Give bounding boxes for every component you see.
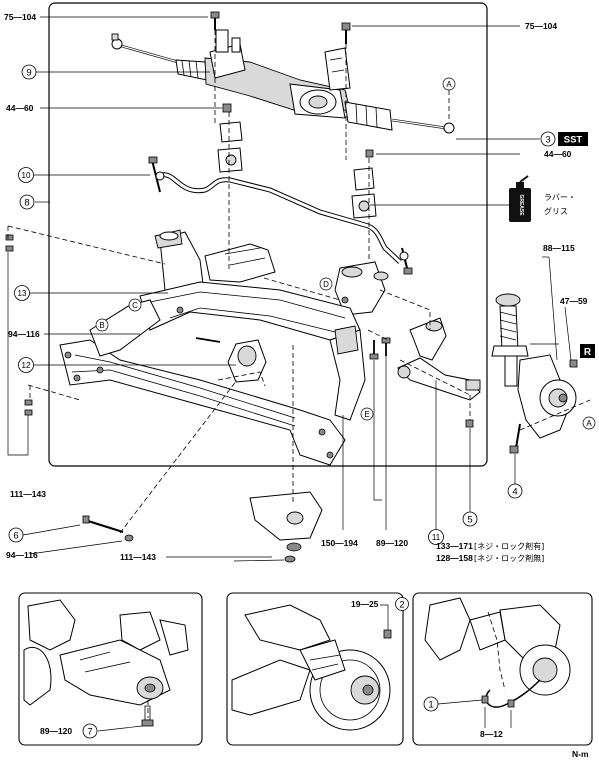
left-bolts [5, 234, 33, 416]
callout-11: 11 [428, 529, 444, 545]
torque-111-143-left: 111—143 [10, 489, 46, 499]
guide-lines [7, 22, 591, 534]
svg-text:10: 10 [22, 171, 31, 180]
nut-44-60-right [365, 149, 374, 158]
callout-1: 1 [428, 700, 433, 711]
note-lock-with: [ネジ・ロック剤有] [474, 541, 544, 551]
front-crossmember [59, 229, 389, 466]
svg-text:12: 12 [22, 361, 31, 370]
svg-text:R: R [584, 347, 592, 358]
svg-text:5: 5 [467, 515, 472, 526]
torque-89-120: 89—120 [376, 538, 408, 548]
stabilizer-link-right [399, 247, 413, 275]
svg-text:4: 4 [512, 487, 517, 498]
svg-text:C: C [132, 301, 138, 310]
grease-can: GREASE [509, 175, 531, 222]
callout-7: 7 [87, 727, 92, 738]
knuckle-strut-assembly [491, 293, 578, 439]
torque-128-158: 128—158 [436, 553, 473, 563]
torque-94-116-bottom: 94—116 [6, 550, 38, 560]
sst-badge: SST [558, 132, 588, 146]
letter-c: C [128, 298, 142, 312]
svg-text:D: D [323, 280, 329, 289]
svg-text:SST: SST [564, 135, 583, 146]
bolt-75-104-left [210, 11, 220, 30]
letter-a-right: A [582, 416, 596, 430]
torque-150-194: 150—194 [321, 538, 358, 548]
main-frame [48, 2, 488, 467]
svg-text:A: A [446, 80, 452, 89]
stabilizer-bar [161, 172, 402, 264]
callout-3: 3 [540, 131, 556, 147]
unit-label: N-m [572, 749, 589, 759]
rear-mount-bracket [249, 491, 323, 563]
inset-panel-1: 7 89—120 [18, 592, 203, 746]
leader-lines [7, 16, 572, 562]
steering-gear [111, 29, 455, 134]
letter-e: E [360, 407, 374, 421]
callout-8: 8 [19, 194, 35, 210]
inset-panel-3: 1 8—12 [412, 592, 593, 746]
callout-5: 5 [462, 511, 478, 527]
callout-9: 9 [21, 64, 37, 80]
torque-44-60-right: 44—60 [544, 149, 572, 159]
inset-panel-2: 2 19—25 [226, 592, 409, 746]
torque-19-25: 19—25 [351, 599, 379, 609]
stabilizer-link-left [148, 156, 165, 193]
letter-d: D [319, 277, 333, 291]
bolt-6 [82, 515, 134, 542]
svg-text:9: 9 [26, 68, 31, 79]
callout-4: 4 [507, 483, 523, 499]
stabilizer-bracket-left [217, 121, 243, 173]
torque-111-143-bottom: 111—143 [120, 552, 156, 562]
grease-can-label: GREASE [518, 194, 524, 216]
torque-89-120-inset: 89—120 [40, 726, 72, 736]
svg-text:13: 13 [18, 289, 27, 298]
torque-94-116-mid: 94—116 [8, 329, 40, 339]
bolt-75-104-right [341, 22, 351, 44]
torque-88-115: 88—115 [543, 243, 575, 253]
svg-text:8: 8 [24, 198, 29, 209]
callout-6: 6 [8, 527, 24, 543]
svg-text:6: 6 [13, 531, 18, 542]
svg-text:11: 11 [432, 533, 441, 542]
torque-44-60-left: 44—60 [6, 103, 34, 113]
svg-text:E: E [364, 410, 369, 419]
torque-75-104-left: 75—104 [4, 12, 36, 22]
letter-a-top: A [442, 77, 456, 91]
r-badge: R [580, 344, 595, 358]
callout-12: 12 [18, 357, 34, 373]
lower-arm [397, 317, 481, 401]
callout-13: 13 [14, 285, 30, 301]
nut-44-60-left [222, 103, 232, 113]
letter-b: B [95, 318, 109, 332]
torque-75-104-right: 75—104 [525, 21, 557, 31]
svg-text:3: 3 [545, 135, 550, 146]
callout-10: 10 [18, 167, 34, 183]
engine-mount [195, 337, 267, 383]
note-rubber-grease-2: グリス [544, 206, 568, 216]
torque-133-171: 133—171 [436, 541, 473, 551]
svg-text:A: A [586, 419, 592, 428]
stabilizer-bracket-right [351, 167, 377, 219]
callout-2: 2 [399, 600, 404, 611]
svg-text:B: B [99, 321, 104, 330]
torque-47-59: 47—59 [560, 296, 588, 306]
torque-8-12: 8—12 [480, 729, 503, 739]
note-rubber-grease-1: ラバー・ [544, 193, 576, 202]
note-lock-without: [ネジ・ロック剤無] [474, 553, 544, 563]
